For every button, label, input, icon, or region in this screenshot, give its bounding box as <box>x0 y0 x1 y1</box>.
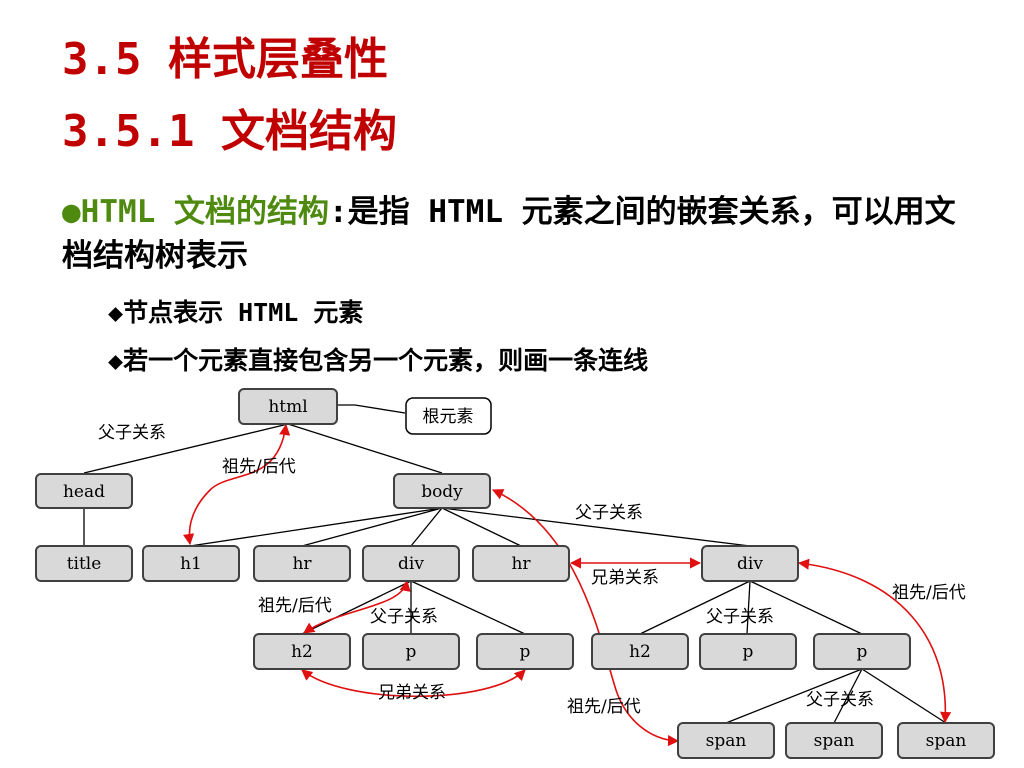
node-p-b2: p <box>813 633 911 670</box>
node-div-2: div <box>701 545 799 582</box>
edge-p-span3 <box>861 668 947 724</box>
svg-text:head: head <box>63 482 105 502</box>
node-hr-1: hr <box>253 545 351 582</box>
slide-title-section: 3.5 样式层叠性 <box>62 34 388 85</box>
sub-bullet-text: 节点表示 HTML 元素 <box>123 298 364 327</box>
edge-body-div1 <box>410 507 443 547</box>
svg-text:h1: h1 <box>180 554 202 574</box>
slide-title-subsection: 3.5.1 文档结构 <box>62 106 397 157</box>
svg-text:html: html <box>268 397 307 417</box>
bullet-dot-icon: ● <box>62 194 81 230</box>
node-p-a1: p <box>362 633 460 670</box>
label-sibling: 兄弟关系 <box>378 683 446 703</box>
callout-connector <box>338 404 406 414</box>
node-h1: h1 <box>142 545 240 582</box>
label-parent-child: 父子关系 <box>98 423 166 443</box>
node-div-1: div <box>362 545 460 582</box>
node-head: head <box>35 473 133 509</box>
main-bullet: ●HTML 文档的结构:是指 HTML 元素之间的嵌套关系，可以用文档结构树表示 <box>62 190 962 278</box>
bullet-text: :是指 HTML 元素之间的嵌套关系，可以用文档结构树表示 <box>62 194 956 274</box>
arrow-div1-h2 <box>303 579 411 634</box>
node-h2-b: h2 <box>591 633 689 670</box>
edge-body-h1 <box>189 507 443 547</box>
label-sibling: 兄弟关系 <box>591 568 659 588</box>
svg-text:span: span <box>926 731 967 751</box>
node-html: html <box>238 388 338 425</box>
svg-text:p: p <box>857 642 868 662</box>
label-ancestor-descendant: 祖先/后代 <box>892 583 966 603</box>
node-h2-a: h2 <box>253 633 351 670</box>
node-p-a2: p <box>476 633 574 670</box>
label-parent-child: 父子关系 <box>806 690 874 710</box>
svg-text:title: title <box>67 554 102 574</box>
svg-text:h2: h2 <box>291 642 313 662</box>
node-span-3: span <box>897 722 995 759</box>
svg-text:p: p <box>743 642 754 662</box>
edge-html-body <box>287 423 443 474</box>
root-callout: 根元素 <box>405 397 492 435</box>
svg-text:span: span <box>814 731 855 751</box>
sub-bullet-2: ◆若一个元素直接包含另一个元素，则画一条连线 <box>108 343 648 379</box>
svg-text:body: body <box>421 482 463 502</box>
diamond-icon: ◆ <box>108 346 124 375</box>
diamond-icon: ◆ <box>108 298 124 327</box>
sub-bullet-text: 若一个元素直接包含另一个元素，则画一条连线 <box>123 346 649 375</box>
svg-text:h2: h2 <box>629 642 651 662</box>
edge-body-hr1 <box>301 507 443 547</box>
label-ancestor-descendant: 祖先/后代 <box>258 596 332 616</box>
svg-text:div: div <box>398 554 424 574</box>
arrow-div-span <box>797 558 952 724</box>
svg-text:p: p <box>520 642 531 662</box>
edge-div2-p1 <box>746 580 751 635</box>
node-span-2: span <box>785 722 883 759</box>
svg-text:p: p <box>406 642 417 662</box>
sub-bullet-1: ◆节点表示 HTML 元素 <box>108 295 363 331</box>
highlight-term: HTML 文档的结构 <box>80 194 329 230</box>
label-parent-child: 父子关系 <box>370 607 438 627</box>
arrow-html-h1 <box>183 423 291 546</box>
label-parent-child: 父子关系 <box>575 503 643 523</box>
label-ancestor-descendant: 祖先/后代 <box>567 697 641 717</box>
svg-text:span: span <box>706 731 747 751</box>
node-span-1: span <box>677 722 775 759</box>
label-parent-child: 父子关系 <box>706 607 774 627</box>
svg-text:hr: hr <box>292 554 312 574</box>
node-hr-2: hr <box>472 545 570 582</box>
node-p-b1: p <box>699 633 797 670</box>
root-callout-text: 根元素 <box>423 407 474 427</box>
node-body: body <box>393 473 491 509</box>
svg-text:hr: hr <box>511 554 531 574</box>
svg-text:div: div <box>737 554 763 574</box>
edge-body-hr2 <box>441 507 522 547</box>
node-title: title <box>35 545 133 582</box>
label-ancestor-descendant: 祖先/后代 <box>222 457 296 477</box>
